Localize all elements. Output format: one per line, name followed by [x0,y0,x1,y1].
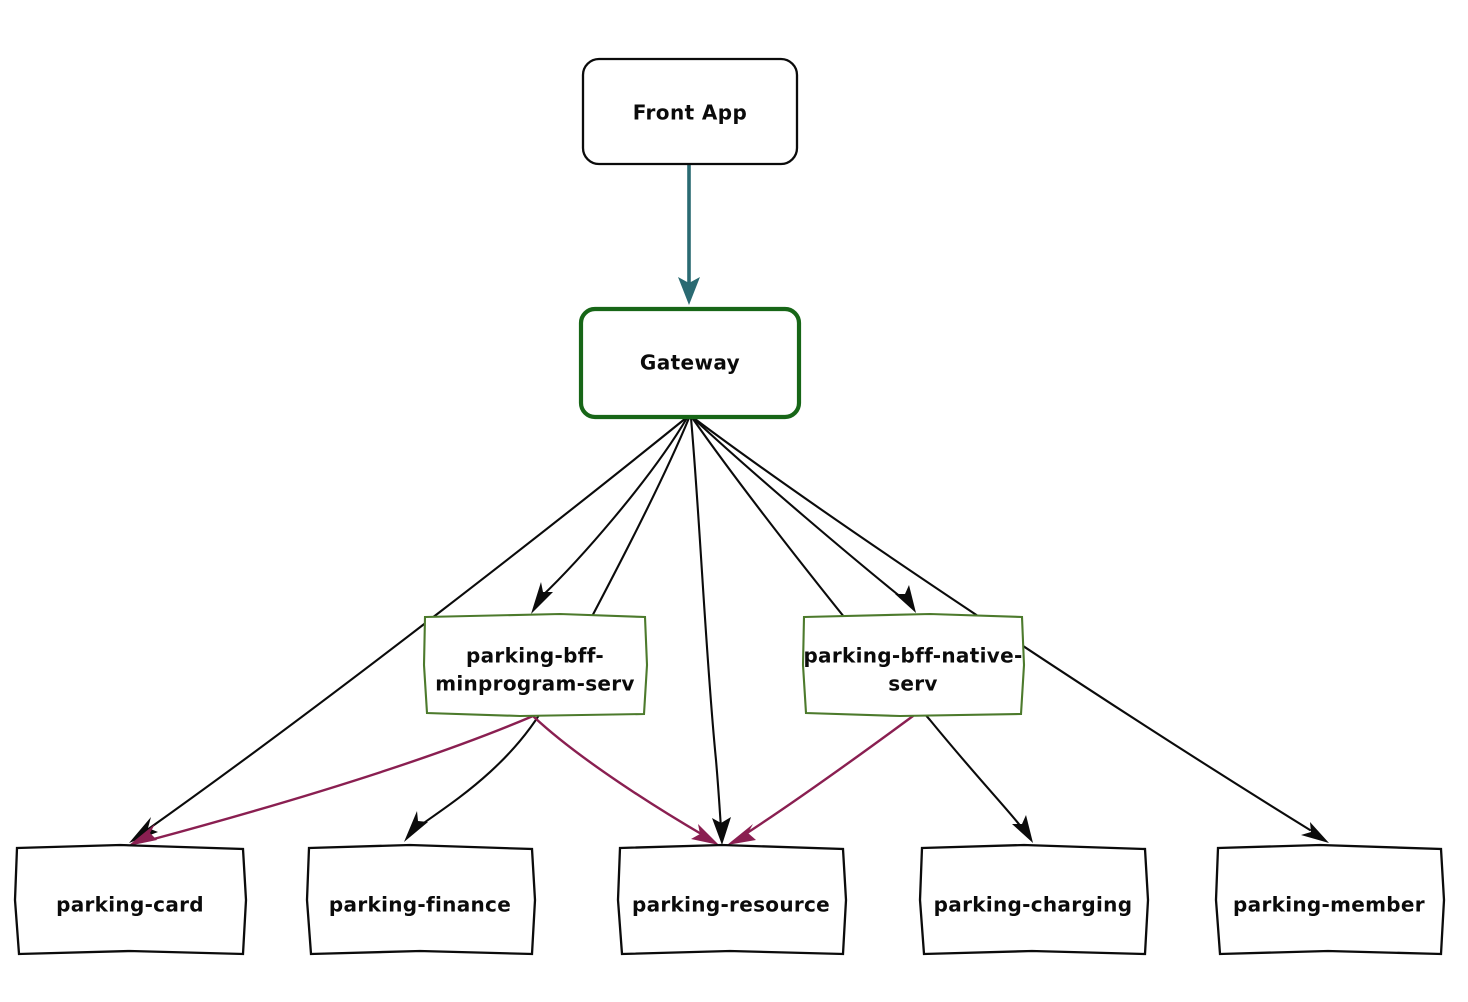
node-bff-minprogram[interactable]: parking-bff- minprogram-serv [422,612,649,718]
arrowhead-icon [129,817,158,843]
node-parking-resource[interactable]: parking-resource [616,843,848,956]
node-front-app[interactable]: Front App [581,57,799,166]
bff-minprogram-label-line1: parking-bff- [466,644,604,668]
parking-charging-box[interactable] [918,843,1150,956]
edge-gateway-to-parking-resource [689,416,731,845]
arrowhead-icon [712,817,731,845]
gateway-label: Gateway [640,351,740,375]
front-app-label: Front App [633,101,747,125]
edge-gateway-to-bff-native [692,417,916,613]
bff-native-label-line1: parking-bff-native- [803,644,1022,668]
front-app-box[interactable] [581,57,799,166]
arrowhead-icon [678,277,700,305]
edge-gateway-to-bff-minprogram [531,416,689,614]
parking-finance-box[interactable] [305,843,537,956]
parking-member-label: parking-member [1233,893,1425,917]
node-gateway[interactable]: Gateway [578,306,802,420]
edge-bff-minprogram-to-parking-card [128,714,535,846]
bff-native-box[interactable] [801,612,1026,718]
arrowhead-icon [895,585,916,613]
node-bff-native[interactable]: parking-bff-native- serv [801,612,1026,718]
parking-card-label: parking-card [56,893,204,917]
parking-member-box[interactable] [1214,843,1446,956]
parking-finance-label: parking-finance [329,893,511,917]
edge-gateway-to-parking-card [129,416,688,843]
parking-charging-label: parking-charging [934,893,1133,917]
arrowhead-icon [1301,822,1329,843]
bff-minprogram-box[interactable] [422,612,649,718]
parking-resource-label: parking-resource [632,893,830,917]
node-parking-finance[interactable]: parking-finance [305,843,537,956]
edge-layer [128,161,1329,846]
parking-resource-box[interactable] [616,843,848,956]
arrowhead-icon [531,582,553,614]
bff-minprogram-label-line2: minprogram-serv [435,672,635,696]
node-parking-member[interactable]: parking-member [1214,843,1446,956]
edge-gateway-to-parking-member [693,417,1329,843]
arrowhead-icon [727,824,756,845]
edge-bff-native-to-parking-resource [727,714,915,845]
arrowhead-icon [1012,815,1033,843]
arrowhead-icon [404,811,428,842]
edge-front-app-to-gateway [678,161,700,305]
edge-bff-minprogram-to-parking-resource [532,715,719,845]
node-parking-card[interactable]: parking-card [13,843,248,956]
node-parking-charging[interactable]: parking-charging [918,843,1150,956]
arrowhead-icon [691,824,719,845]
parking-card-box[interactable] [13,843,248,956]
arrowhead-icon [128,824,157,846]
gateway-box[interactable] [578,306,802,420]
bff-native-label-line2: serv [888,672,938,696]
